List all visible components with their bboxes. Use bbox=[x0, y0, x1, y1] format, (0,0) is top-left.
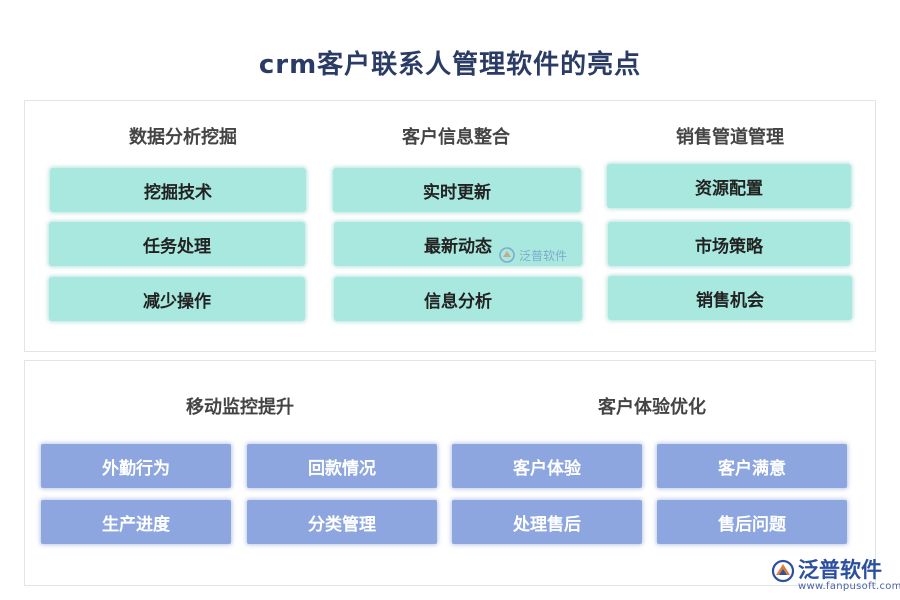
watermark: 泛普软件 bbox=[498, 246, 567, 264]
feature-card: 处理售后 bbox=[452, 500, 642, 544]
logo-url-text: www.fanpusoft.com bbox=[798, 581, 900, 592]
brand-logo: 泛普软件 www.fanpusoft.com bbox=[770, 552, 900, 596]
feature-card: 挖掘技术 bbox=[50, 168, 306, 212]
brand-logo-icon bbox=[499, 247, 515, 263]
watermark-text: 泛普软件 bbox=[519, 248, 568, 263]
feature-card: 实时更新 bbox=[333, 168, 581, 212]
page-title: crm客户联系人管理软件的亮点 bbox=[258, 50, 642, 80]
feature-card: 信息分析 bbox=[334, 277, 582, 321]
feature-card: 分类管理 bbox=[247, 500, 437, 544]
group-heading-mobile-monitoring: 移动监控提升 bbox=[186, 397, 294, 418]
feature-card: 客户满意 bbox=[657, 444, 847, 488]
logo-brand-text: 泛普软件 bbox=[798, 558, 882, 582]
bottom-section-panel: 移动监控提升 客户体验优化 外勤行为 回款情况 生产进度 分类管理 客户体验 客… bbox=[24, 360, 876, 586]
feature-card: 客户体验 bbox=[452, 444, 642, 488]
feature-card: 回款情况 bbox=[247, 444, 437, 488]
column-heading-customer-info: 客户信息整合 bbox=[402, 127, 510, 148]
feature-card: 市场策略 bbox=[608, 222, 850, 266]
feature-card: 减少操作 bbox=[49, 277, 305, 321]
brand-mark-icon bbox=[771, 559, 795, 583]
column-heading-sales-pipeline: 销售管道管理 bbox=[676, 127, 784, 148]
feature-card: 销售机会 bbox=[608, 276, 852, 320]
top-section-panel: 数据分析挖掘 客户信息整合 销售管道管理 挖掘技术 任务处理 减少操作 实时更新… bbox=[24, 100, 876, 352]
feature-card: 资源配置 bbox=[607, 164, 851, 208]
feature-card: 外勤行为 bbox=[41, 444, 231, 488]
column-heading-data-analysis: 数据分析挖掘 bbox=[129, 127, 237, 148]
feature-card: 最新动态 bbox=[334, 222, 582, 266]
feature-card: 生产进度 bbox=[41, 500, 231, 544]
feature-card: 售后问题 bbox=[657, 500, 847, 544]
feature-card: 任务处理 bbox=[49, 222, 305, 266]
group-heading-customer-experience: 客户体验优化 bbox=[598, 397, 706, 418]
